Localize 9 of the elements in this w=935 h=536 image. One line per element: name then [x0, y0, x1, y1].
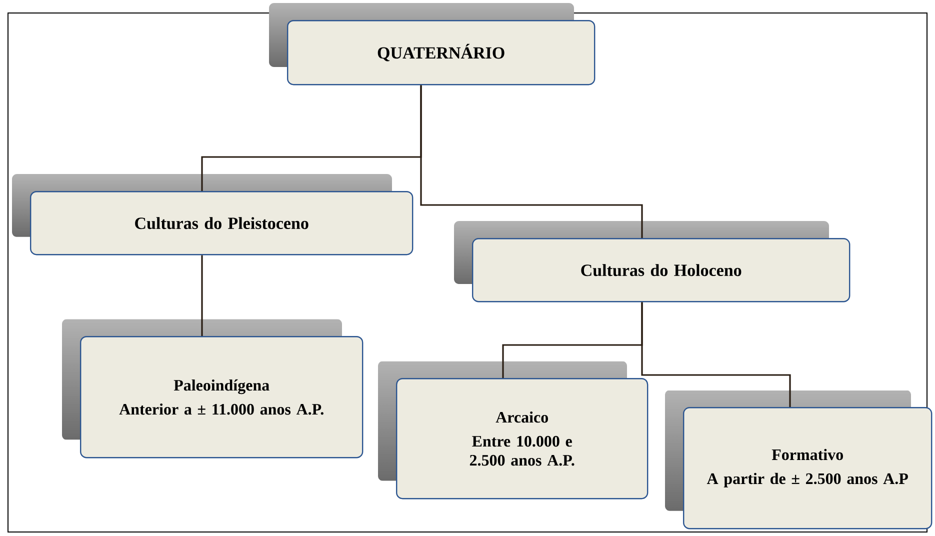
text-box: Arcaico Entre 10.000 e 2.500 anos A.P. [396, 378, 648, 500]
connector-line [641, 302, 791, 407]
connector-line [420, 85, 643, 238]
text-box: Paleoindígena Anterior a ± 11.000 anos A.P. [80, 336, 364, 458]
connector-line [201, 255, 203, 336]
text-box: Formativo A partir de ± 2.500 anos A.P [683, 407, 932, 530]
text-box: Culturas do Holoceno [472, 238, 850, 302]
text-box: Culturas do Pleistoceno [30, 191, 414, 256]
text-box: QUATERNÁRIO [287, 20, 596, 86]
